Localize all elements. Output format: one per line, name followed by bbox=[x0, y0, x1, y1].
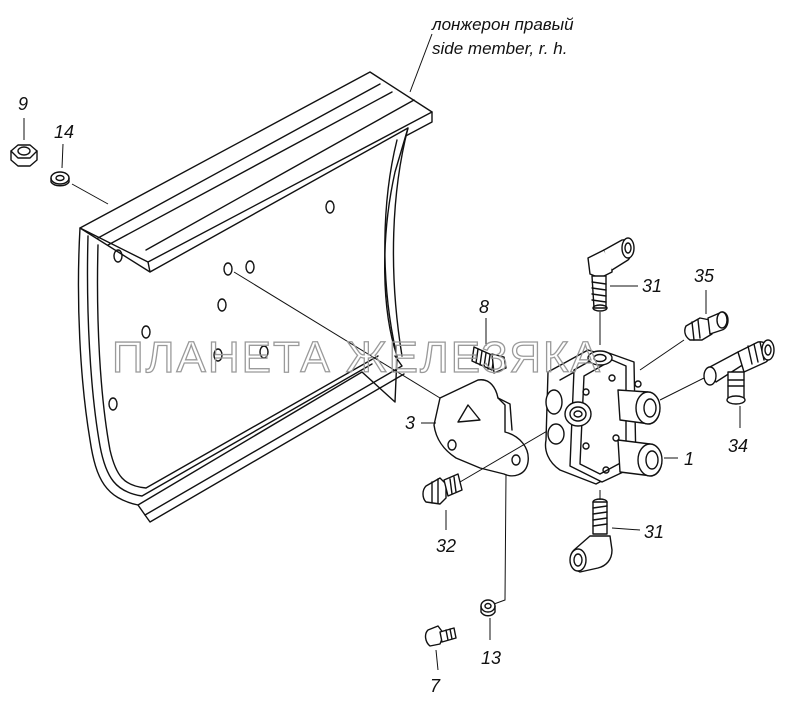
caption-line-en: side member, r. h. bbox=[432, 39, 567, 58]
part-31-upper-elbow bbox=[587, 237, 638, 312]
watermark-text: ПЛАНЕТА ЖЕЛЕЗЯКА bbox=[112, 333, 602, 382]
callout-31-lower: 31 bbox=[644, 522, 664, 542]
callout-7: 7 bbox=[430, 676, 441, 696]
callout-13: 13 bbox=[481, 648, 501, 668]
part-7-bolt bbox=[424, 625, 457, 671]
part-35-fitting bbox=[684, 290, 729, 341]
callout-1: 1 bbox=[684, 449, 694, 469]
callout-labels: 9 14 8 3 32 13 7 31 31 1 35 34 bbox=[18, 94, 748, 696]
callout-32: 32 bbox=[436, 536, 456, 556]
callout-34: 34 bbox=[728, 436, 748, 456]
callout-31-upper: 31 bbox=[642, 276, 662, 296]
part-1-valve bbox=[544, 312, 705, 500]
part-31-lower-elbow bbox=[569, 498, 641, 573]
side-member bbox=[77, 71, 441, 523]
callout-9: 9 bbox=[18, 94, 28, 114]
part-9-nut bbox=[10, 118, 38, 167]
part-14-washer bbox=[50, 143, 109, 205]
part-13-washer bbox=[480, 599, 496, 640]
part-34-tee-fitting bbox=[703, 339, 775, 428]
callout-3: 3 bbox=[405, 413, 415, 433]
part-8-bolt bbox=[471, 318, 507, 374]
caption-label: лонжерон правый side member, r. h. bbox=[409, 15, 574, 93]
callout-8: 8 bbox=[479, 297, 489, 317]
caption-line-ru: лонжерон правый bbox=[431, 15, 574, 34]
part-3-bracket bbox=[421, 379, 529, 605]
callout-14: 14 bbox=[54, 122, 74, 142]
part-32-fitting bbox=[422, 419, 567, 530]
callout-35: 35 bbox=[694, 266, 715, 286]
